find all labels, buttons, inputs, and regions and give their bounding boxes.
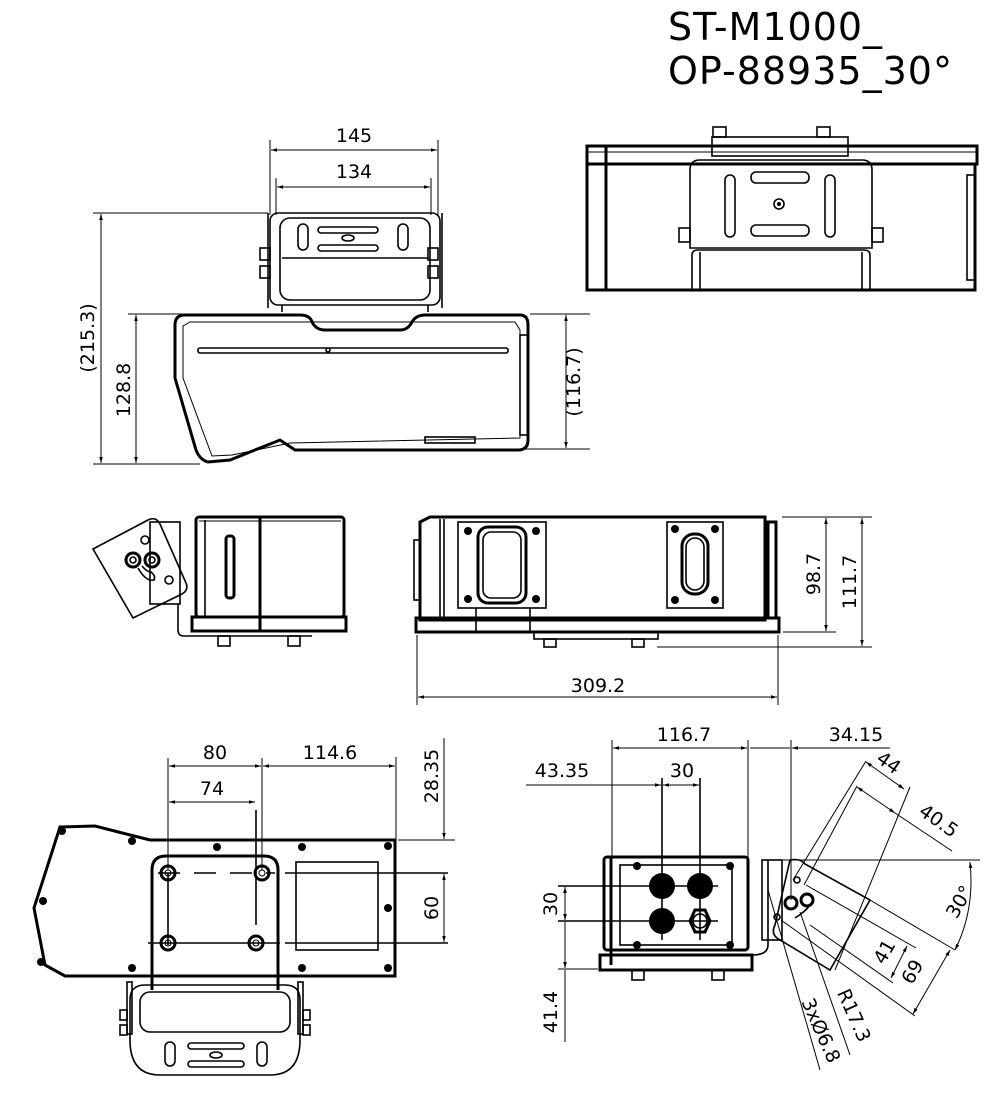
housing-body: [173, 313, 530, 464]
dimension-60: 60: [421, 874, 446, 942]
dim-label-28-35: 28.35: [421, 749, 443, 803]
view-side-top-left: 145 134 (215.3) 128.8 (116.7): [77, 125, 590, 465]
dimension-74: 74: [169, 778, 255, 804]
dimension-309-2: 309.2: [416, 635, 779, 705]
dim-label-80: 80: [203, 742, 227, 764]
view-top-bottom-left: 80 74 114.6 28.35 60: [32, 738, 455, 1076]
view-front-bottom-right: 116.7 43.35 30 30 41.4 34.15 44 40.5: [526, 724, 980, 1071]
dim-label-309-2: 309.2: [571, 675, 625, 697]
dim-label-215-3: (215.3): [77, 303, 99, 372]
dim-label-30-vertical: 30: [540, 892, 562, 916]
dimension-114-6: 114.6: [263, 742, 397, 840]
dim-label-145: 145: [336, 125, 372, 147]
dimension-28-35: 28.35: [398, 738, 455, 841]
front-view-dims: 116.7 43.35 30 30 41.4 34.15 44 40.5: [526, 724, 980, 1071]
tilted-bracket-plate: [91, 517, 188, 620]
dim-label-34-15: 34.15: [829, 724, 883, 746]
dim-label-44: 44: [872, 747, 904, 779]
view-end-middle-left: [91, 515, 348, 647]
dim-label-134: 134: [336, 161, 372, 183]
dim-label-116-7: (116.7): [563, 347, 585, 416]
dim-label-30-horizontal: 30: [670, 760, 694, 782]
dimension-80: 80: [167, 742, 263, 870]
dim-label-60: 60: [421, 896, 443, 920]
dim-label-r17-3: R17.3: [832, 986, 875, 1046]
dim-label-116-7-front: 116.7: [657, 724, 711, 746]
dim-label-128-8: 128.8: [113, 363, 135, 417]
dimension-215-3: (215.3): [77, 212, 268, 465]
dimension-116-7: (116.7): [525, 313, 590, 450]
dimension-98-7: 98.7: [782, 516, 872, 633]
dimension-111-7: 111.7: [657, 518, 872, 648]
dim-label-111-7: 111.7: [839, 555, 861, 609]
bottom-bracket: [119, 981, 311, 1076]
mount-bracket: [259, 212, 443, 312]
dim-label-69: 69: [897, 956, 928, 988]
dim-label-41-4: 41.4: [540, 991, 562, 1033]
drawing-title-model: ST-M1000_: [668, 5, 884, 49]
dimension-134: 134: [275, 161, 432, 215]
dim-label-41: 41: [869, 936, 900, 968]
dim-label-30-degrees: 30°: [942, 882, 978, 922]
front-tilted-bracket: [761, 858, 872, 972]
view-rear-top-right: [585, 126, 979, 292]
view-side-middle-right: 309.2 98.7 111.7: [413, 515, 872, 705]
dimension-145: 145: [269, 125, 439, 215]
dim-label-98-7: 98.7: [803, 553, 825, 595]
end-housing: [177, 515, 348, 647]
dim-label-40-5: 40.5: [915, 800, 962, 842]
dim-label-114-6: 114.6: [303, 742, 357, 764]
dim-label-43-35: 43.35: [535, 760, 589, 782]
dimension-128-8: 128.8: [113, 313, 182, 463]
drawing-title-part-number: OP-88935_30°: [668, 49, 953, 93]
dim-label-74: 74: [200, 778, 224, 800]
